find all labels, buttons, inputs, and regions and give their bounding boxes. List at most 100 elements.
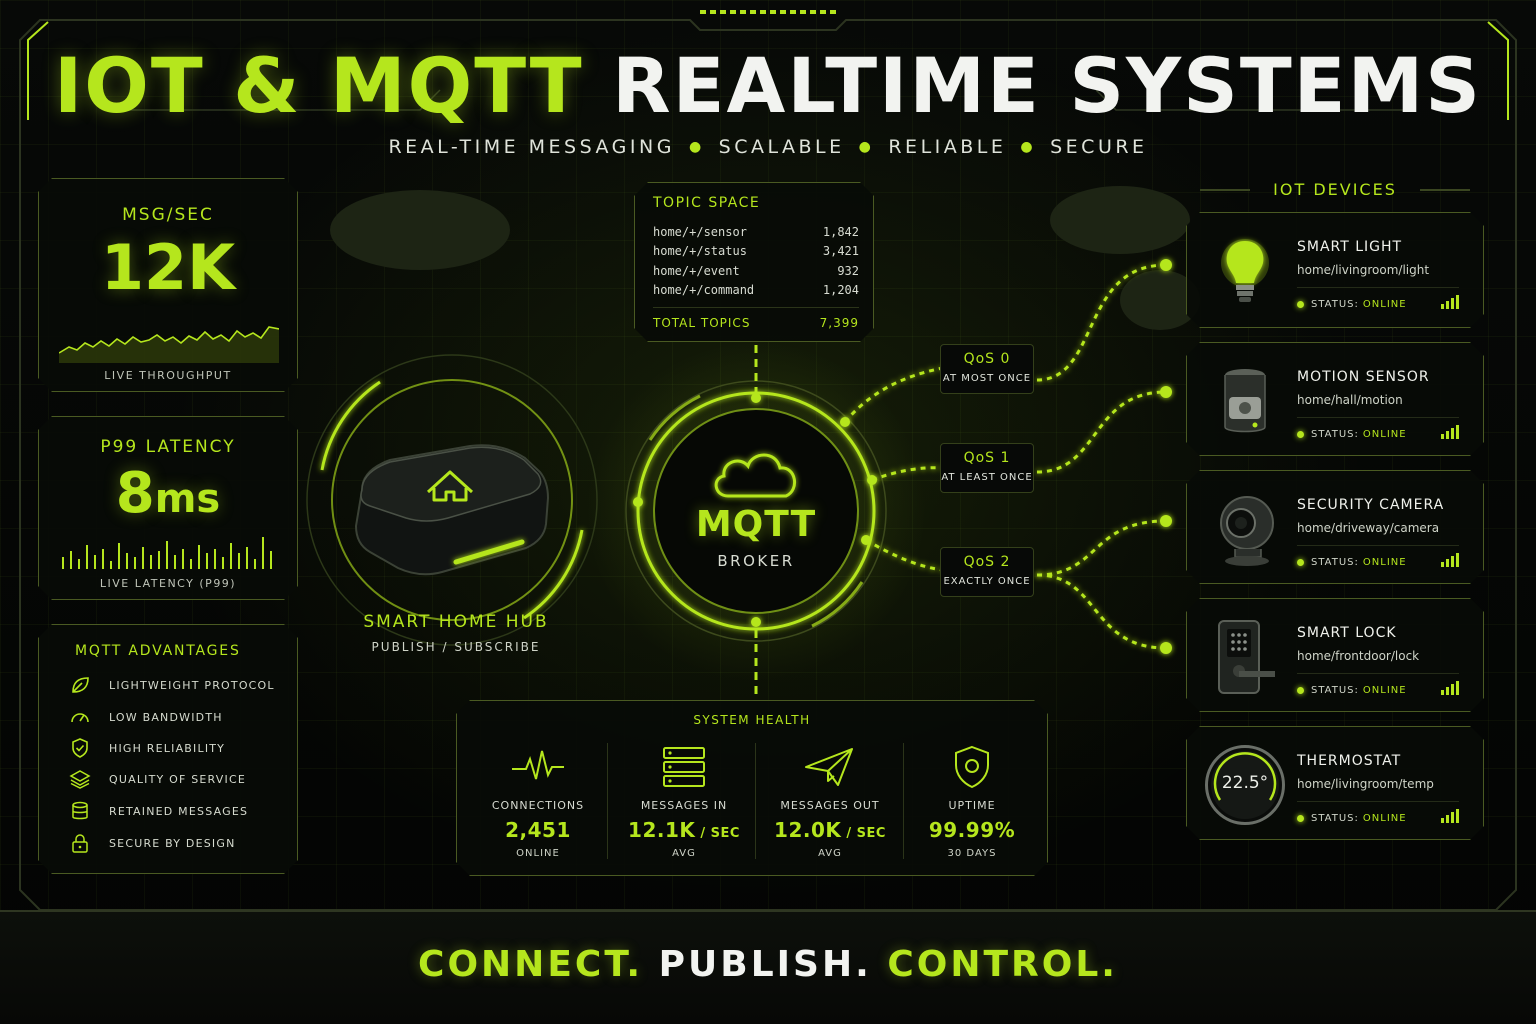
signal-icon: [1441, 807, 1463, 823]
health-number: 12.1K: [628, 818, 696, 842]
signal-icon: [1441, 679, 1463, 695]
advantage-item: QUALITY OF SERVICE: [69, 767, 289, 791]
qos-desc: EXACTLY ONCE: [943, 576, 1031, 587]
health-value: 99.99%: [899, 818, 1045, 842]
latency-label: P99 LATENCY: [100, 437, 236, 457]
footer-band: [0, 910, 1536, 1024]
latency-unit: ms: [154, 476, 221, 522]
health-messages-in: MESSAGES IN 12.1K / SEC AVG: [611, 745, 757, 865]
home-icon: [426, 470, 474, 502]
footer-publish: PUBLISH.: [658, 944, 872, 985]
latency-bars: [59, 525, 279, 569]
tagline-item: SECURE: [1050, 136, 1148, 158]
topic-name: home/+/event: [653, 264, 740, 278]
device-topic: home/livingroom/light: [1297, 263, 1430, 277]
tagline-item: REAL-TIME MESSAGING: [388, 136, 675, 158]
msg-per-sec-label: MSG/SEC: [122, 205, 214, 225]
health-unit: / SEC: [695, 826, 740, 841]
qos-desc: AT LEAST ONCE: [941, 472, 1033, 483]
camera-icon: [1205, 489, 1285, 569]
msg-per-sec-value: 12K: [100, 231, 236, 304]
status-dot: [1297, 559, 1304, 566]
device-divider: [1297, 801, 1459, 802]
status-prefix: STATUS:: [1311, 557, 1359, 568]
tagline-item: SCALABLE: [718, 136, 845, 158]
health-sub: ONLINE: [516, 848, 560, 859]
device-card-motion-sensor[interactable]: MOTION SENSOR home/hall/motion STATUS:ON…: [1186, 342, 1484, 456]
device-topic: home/driveway/camera: [1297, 521, 1440, 535]
qos-level: QoS 1: [963, 450, 1011, 466]
health-number: 12.0K: [774, 818, 842, 842]
gauge-icon: [69, 706, 91, 728]
leaf-icon: [69, 674, 91, 696]
device-divider: [1297, 673, 1459, 674]
device-name: MOTION SENSOR: [1297, 369, 1430, 385]
health-uptime: UPTIME 99.99% 30 DAYS: [899, 745, 1045, 865]
health-messages-out: MESSAGES OUT 12.0K / SEC AVG: [757, 745, 903, 865]
advantage-label: LIGHTWEIGHT PROTOCOL: [109, 678, 275, 692]
lock-icon: [69, 832, 91, 854]
health-label: MESSAGES IN: [640, 799, 728, 812]
health-unit: / SEC: [841, 826, 886, 841]
device-topic: home/hall/motion: [1297, 393, 1403, 407]
topic-total-value: 7,399: [819, 316, 859, 330]
device-status: STATUS:ONLINE: [1297, 813, 1407, 824]
page-title: IOT & MQTT REALTIME SYSTEMS: [0, 40, 1536, 132]
device-status: STATUS:ONLINE: [1297, 685, 1407, 696]
health-label: CONNECTIONS: [491, 799, 585, 812]
signal-icon: [1441, 551, 1463, 567]
device-card-thermostat[interactable]: 22.5° THERMOSTAT home/livingroom/temp ST…: [1186, 726, 1484, 840]
status-value: ONLINE: [1362, 557, 1407, 568]
advantage-label: HIGH RELIABILITY: [109, 741, 226, 755]
health-value: 2,451: [465, 818, 611, 842]
device-name: SMART LIGHT: [1297, 239, 1403, 255]
health-label: UPTIME: [948, 799, 996, 812]
status-prefix: STATUS:: [1311, 685, 1359, 696]
title-main: REALTIME SYSTEMS: [612, 41, 1482, 130]
status-value: ONLINE: [1362, 299, 1407, 310]
footer-connect: CONNECT.: [418, 944, 644, 985]
broker-sub: BROKER: [717, 552, 795, 570]
advantage-item: LOW BANDWIDTH: [69, 705, 289, 729]
device-card-smart-light[interactable]: SMART LIGHT home/livingroom/light STATUS…: [1186, 212, 1484, 328]
layers-icon: [69, 768, 91, 790]
health-sub: AVG: [672, 848, 696, 859]
topic-count: 3,421: [822, 244, 859, 258]
qos-2-badge: QoS 2 EXACTLY ONCE: [940, 547, 1034, 597]
status-prefix: STATUS:: [1311, 429, 1359, 440]
devices-title: IOT DEVICES: [1273, 180, 1397, 199]
latency-caption: LIVE LATENCY (P99): [99, 577, 237, 590]
footer-control: CONTROL.: [887, 944, 1118, 985]
advantage-label: RETAINED MESSAGES: [109, 804, 249, 818]
status-value: ONLINE: [1362, 813, 1407, 824]
system-health-title: SYSTEM HEALTH: [693, 713, 811, 727]
paper-plane-icon: [802, 745, 858, 789]
device-status: STATUS:ONLINE: [1297, 429, 1407, 440]
device-card-security-camera[interactable]: SECURITY CAMERA home/driveway/camera STA…: [1186, 470, 1484, 584]
signal-icon: [1441, 293, 1463, 309]
health-sub: 30 DAYS: [947, 848, 997, 859]
status-dot: [1297, 815, 1304, 822]
device-topic: home/frontdoor/lock: [1297, 649, 1420, 663]
topic-name: home/+/status: [653, 244, 747, 258]
health-divider: [755, 743, 756, 859]
health-divider: [903, 743, 904, 859]
qos-0-badge: QoS 0 AT MOST ONCE: [940, 344, 1034, 394]
title-accent: IOT & MQTT: [54, 41, 584, 130]
smart-home-hub-device[interactable]: [350, 440, 550, 580]
advantage-item: LIGHTWEIGHT PROTOCOL: [69, 673, 289, 697]
topic-divider: [653, 307, 859, 308]
device-topic: home/livingroom/temp: [1297, 777, 1434, 791]
health-label: MESSAGES OUT: [780, 799, 880, 812]
advantages-title: MQTT ADVANTAGES: [75, 643, 241, 659]
device-name: SMART LOCK: [1297, 625, 1397, 641]
status-dot: [1297, 301, 1304, 308]
status-value: ONLINE: [1362, 429, 1407, 440]
shield-icon: [944, 745, 1000, 789]
footer-slogan: CONNECT. PUBLISH. CONTROL.: [0, 944, 1536, 985]
throughput-sparkline: [59, 317, 279, 363]
device-card-smart-lock[interactable]: SMART LOCK home/frontdoor/lock STATUS:ON…: [1186, 598, 1484, 712]
